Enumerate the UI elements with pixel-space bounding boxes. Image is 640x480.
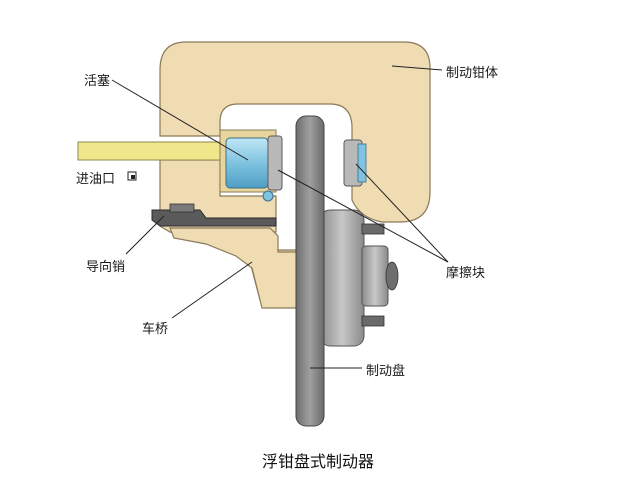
leader-lines [111, 65, 449, 369]
guide-pin [151, 209, 277, 227]
leader-guide-pin [125, 215, 165, 255]
piston-seal [262, 190, 274, 202]
label-oil-inlet: 进油口 [76, 172, 116, 187]
outer-friction-pad-backing [357, 143, 367, 183]
label-caliper-body: 制动钳体 [446, 66, 499, 81]
leader-friction-pad-outer [355, 163, 449, 263]
leader-friction-pad-inner [277, 169, 449, 263]
hub-stud-bottom [361, 315, 385, 327]
axle-bracket [169, 227, 301, 309]
label-axle: 车桥 [142, 322, 169, 337]
hub-center [361, 245, 389, 307]
oil-inlet-line [77, 141, 239, 161]
label-piston: 活塞 [84, 74, 111, 89]
oil-inlet-marker [127, 171, 137, 181]
hub-flange [319, 209, 365, 347]
hub-stud-top [361, 223, 385, 235]
guide-pin-bolt [169, 203, 195, 213]
label-friction-pads: 摩擦块 [446, 266, 486, 281]
label-brake-disc: 制动盘 [366, 364, 406, 379]
leader-axle [171, 261, 253, 319]
inner-friction-pad [267, 135, 283, 191]
piston [225, 137, 269, 189]
diagram-caption: 浮钳盘式制动器 [262, 452, 375, 471]
brake-disc [295, 115, 325, 427]
oil-inlet-marker-fill [131, 175, 135, 179]
leader-caliper-body [391, 65, 443, 71]
label-guide-pin: 导向销 [86, 260, 126, 275]
hub-nut [385, 261, 399, 291]
leader-piston [111, 79, 249, 161]
